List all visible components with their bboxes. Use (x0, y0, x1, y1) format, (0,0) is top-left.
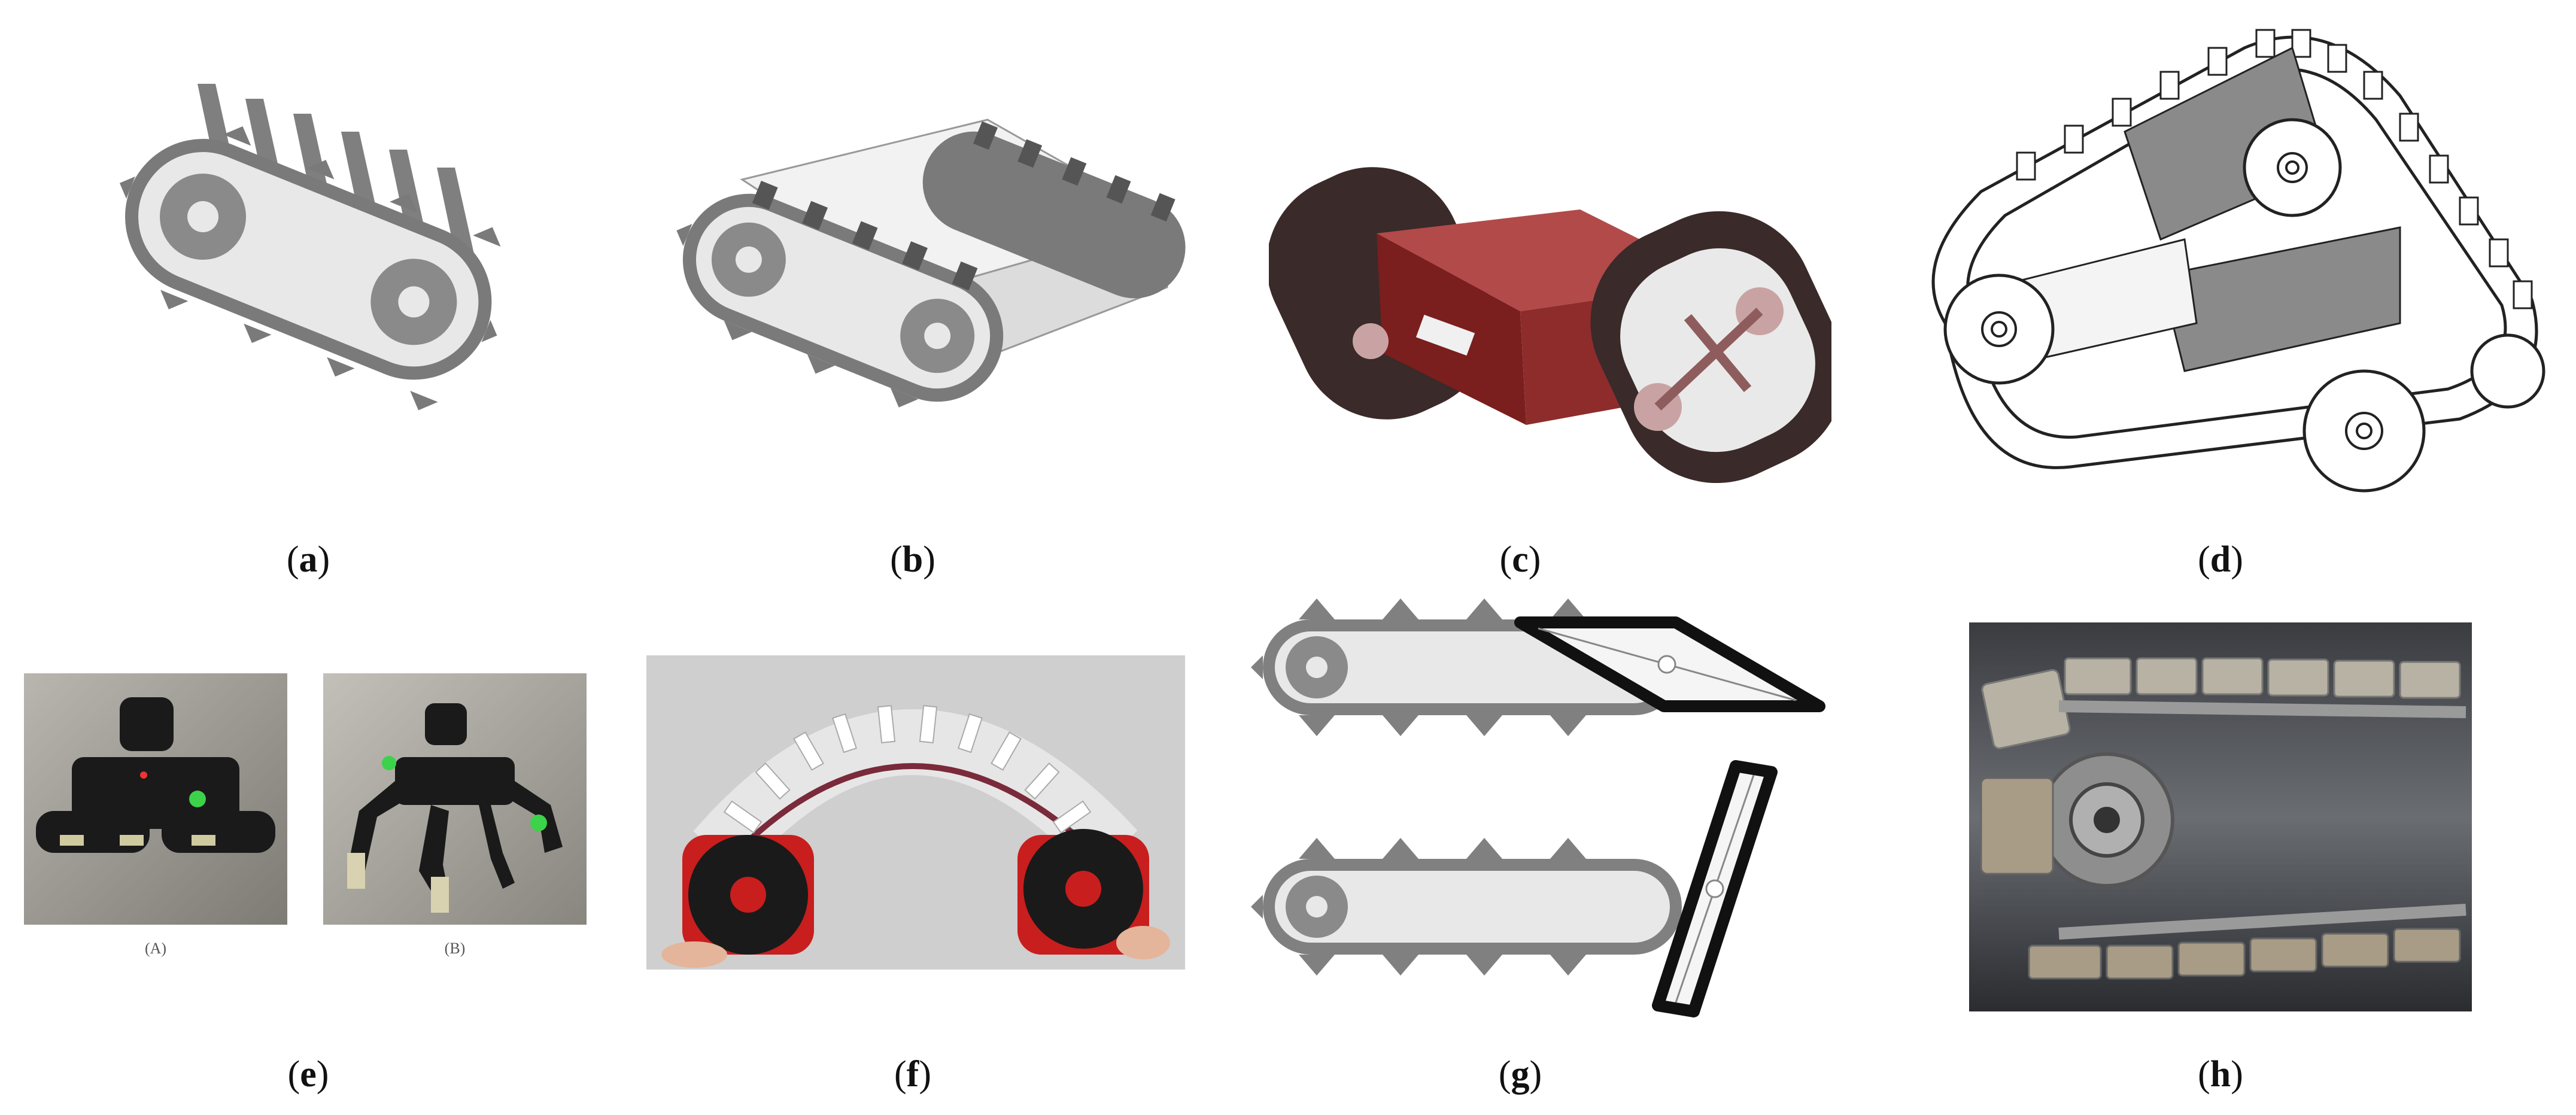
panel-a (90, 72, 545, 455)
wide-tracked-module-sketch-icon (676, 119, 1186, 408)
red-tracked-robot-render-icon (1269, 167, 1831, 484)
flexible-track-photo-icon (646, 655, 1185, 970)
caption-c: (c) (1499, 539, 1541, 580)
caption-d: (d) (2198, 539, 2243, 580)
caption-g: (g) (1498, 1054, 1542, 1095)
panel-c (1269, 114, 1831, 485)
caption-h: (h) (2198, 1054, 2243, 1095)
sub-label-A: (A) (144, 940, 167, 957)
track-with-flipper-sketch-icon (1251, 598, 1825, 1017)
panel-f (646, 655, 1185, 970)
sub-label-B: (B) (444, 940, 466, 957)
triangular-track-cad-icon (1931, 29, 2545, 493)
panel-e: (A) (B) (24, 673, 587, 957)
panel-b (652, 96, 1191, 431)
caption-b: (b) (890, 539, 935, 580)
tracked-module-sketch-icon (119, 84, 501, 411)
caption-e: (e) (287, 1054, 329, 1095)
panel-g (1221, 593, 1831, 1035)
caption-f: (f) (894, 1054, 931, 1095)
legged-tracked-robot-photo-icon (24, 673, 587, 925)
panel-d (1873, 12, 2568, 503)
panel-h (1969, 622, 2472, 1011)
caption-a: (a) (286, 539, 330, 580)
chain-track-photo-icon (1969, 622, 2472, 1011)
